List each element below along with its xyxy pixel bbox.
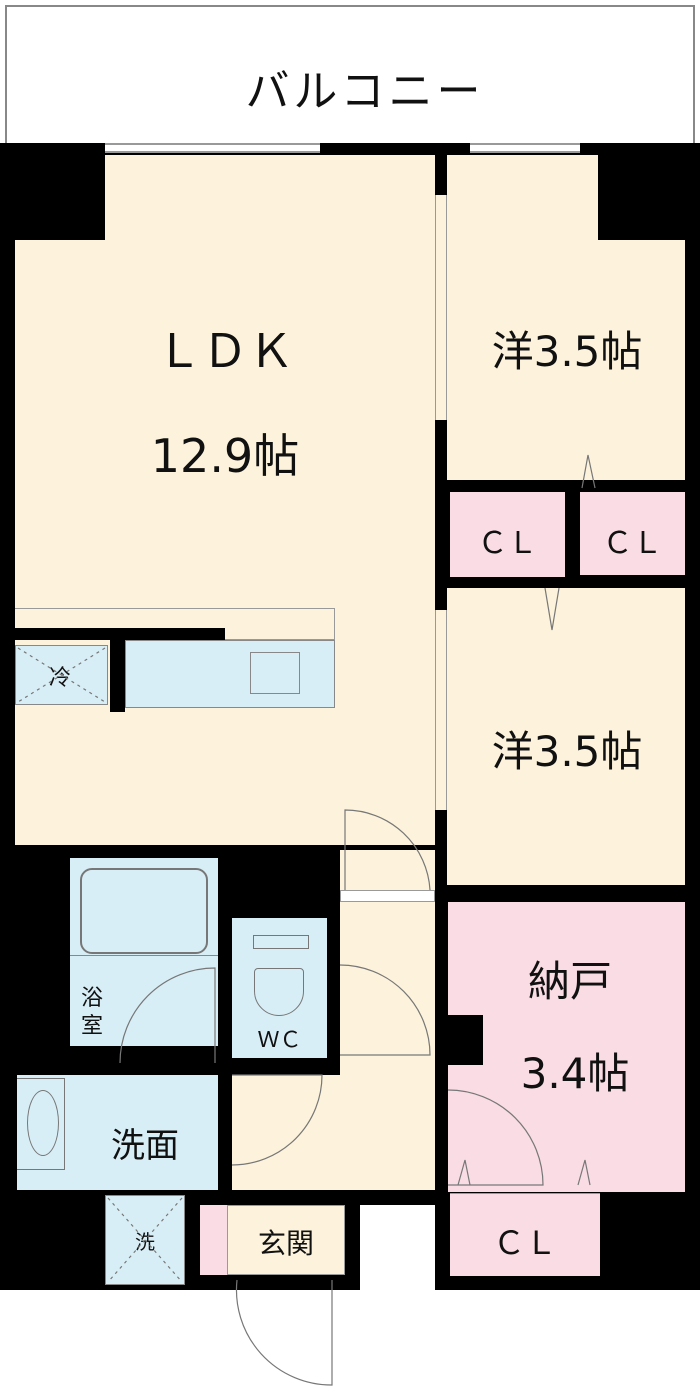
door-frame bbox=[340, 890, 435, 902]
wash-basin bbox=[17, 1078, 65, 1170]
washer-cross bbox=[107, 1197, 183, 1283]
basin-bowl bbox=[27, 1090, 59, 1156]
closet-door bbox=[544, 454, 596, 631]
wall bbox=[448, 1015, 483, 1065]
door-arc bbox=[344, 809, 431, 891]
closet-left-label: ＣＬ bbox=[477, 526, 538, 561]
entrance-label: 玄関 bbox=[257, 1227, 314, 1260]
bathtub bbox=[80, 868, 208, 954]
storage-name: 納戸 bbox=[527, 957, 612, 1006]
western-top-label: 洋3.5帖 bbox=[491, 327, 643, 376]
storage-size: 3.4帖 bbox=[520, 1049, 630, 1098]
storage-closet-label: ＣＬ bbox=[492, 1224, 557, 1262]
room-entrance bbox=[227, 1205, 345, 1275]
ldk-name: ＬＤＫ bbox=[156, 324, 294, 378]
balcony-label: バルコニー bbox=[245, 66, 485, 117]
divider bbox=[70, 955, 218, 956]
door-arc bbox=[447, 1089, 544, 1186]
wall bbox=[435, 810, 447, 900]
bath-label: 浴室 bbox=[80, 986, 103, 1039]
door-arc bbox=[231, 1074, 323, 1166]
closet-door bbox=[457, 1159, 591, 1186]
room-western-bottom bbox=[447, 588, 685, 885]
fridge-label: 冷 bbox=[48, 666, 71, 691]
western-bottom-label: 洋3.5帖 bbox=[491, 727, 643, 776]
kitchen-wall-2 bbox=[110, 640, 125, 712]
window-western bbox=[470, 143, 580, 153]
ldk-size: 12.9帖 bbox=[150, 429, 300, 483]
wall bbox=[435, 155, 447, 195]
kitchen-counter bbox=[125, 640, 335, 708]
pillar bbox=[598, 143, 700, 240]
closet-right bbox=[580, 492, 685, 575]
wall bbox=[447, 577, 685, 587]
wc-label: ＷＣ bbox=[257, 1028, 302, 1053]
wall bbox=[435, 420, 447, 610]
closet-right-label: ＣＬ bbox=[602, 526, 663, 561]
balcony bbox=[5, 5, 695, 143]
sink bbox=[250, 652, 300, 694]
door-arc bbox=[119, 967, 216, 1064]
entrance-gap bbox=[360, 1205, 435, 1295]
toilet-tank bbox=[253, 935, 309, 949]
door-arc bbox=[339, 964, 431, 1056]
pillar bbox=[0, 143, 105, 240]
toilet-bowl bbox=[254, 968, 304, 1016]
room-ldk bbox=[15, 155, 435, 845]
window-ldk bbox=[105, 143, 320, 153]
shoe-cabinet bbox=[200, 1205, 227, 1275]
room-storage bbox=[448, 902, 685, 1192]
wall bbox=[565, 490, 580, 575]
washroom-label: 洗面 bbox=[111, 1126, 179, 1166]
closet-left bbox=[450, 492, 565, 577]
kitchen-wall bbox=[15, 628, 225, 640]
wall bbox=[447, 480, 685, 490]
door-arc bbox=[235, 1279, 333, 1386]
hallway-lower bbox=[232, 1075, 435, 1190]
storage-closet bbox=[450, 1193, 600, 1276]
fridge-cross bbox=[17, 647, 106, 703]
washer-label: 洗 bbox=[135, 1230, 155, 1254]
